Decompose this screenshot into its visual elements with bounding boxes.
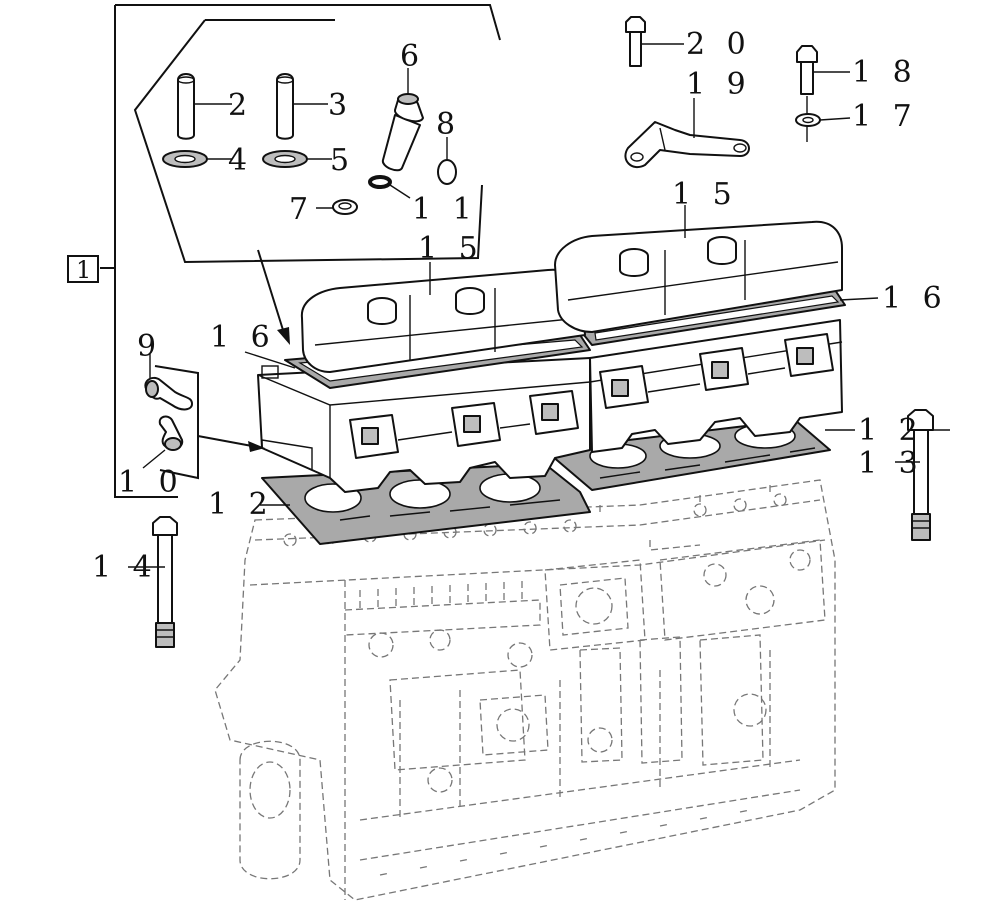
callout-10: 1 0 <box>118 465 184 500</box>
washer-4 <box>162 150 208 168</box>
callout-14: 1 4 <box>92 550 158 585</box>
rocker-cover-gasket-front <box>284 334 591 389</box>
plug-8 <box>437 159 457 185</box>
group-badge: 1 <box>67 255 99 284</box>
elbow-fitting-9 <box>144 376 193 411</box>
valve-guide-3 <box>276 73 294 140</box>
callout-16-rear: 1 6 <box>882 281 948 316</box>
callout-15-rear: 1 5 <box>672 177 738 212</box>
valve-cover-rear <box>554 220 843 333</box>
lifting-bracket-19 <box>624 121 750 168</box>
callout-5: 5 <box>330 143 355 178</box>
callout-18: 1 8 <box>852 55 918 90</box>
callout-2: 2 <box>228 88 253 123</box>
engine-block-phantom <box>214 479 836 901</box>
cylinder-head-front <box>257 357 591 493</box>
callout-13: 1 3 <box>858 446 924 481</box>
seal-ring-7 <box>332 199 358 215</box>
callout-8: 8 <box>436 107 461 142</box>
o-ring-11 <box>368 175 392 189</box>
callout-labels: 2 3 4 5 6 7 8 9 1 0 1 1 1 2 1 2 1 3 1 4 … <box>92 27 948 585</box>
leader-lines <box>128 43 950 568</box>
washer-5 <box>262 150 308 168</box>
elbow-fitting-10 <box>158 415 184 451</box>
head-bolt-left <box>152 516 178 648</box>
group-bracket <box>100 4 501 498</box>
washer-17 <box>795 113 821 127</box>
bolt-18 <box>796 45 818 142</box>
bolt-20 <box>625 16 646 67</box>
injector-sleeve-6 <box>381 93 424 172</box>
valve-cover-front <box>300 268 586 373</box>
cylinder-head-rear <box>589 319 843 453</box>
callout-11: 1 1 <box>412 192 478 227</box>
callout-3: 3 <box>328 88 353 123</box>
callout-19: 1 9 <box>686 67 752 102</box>
callout-16-front: 1 6 <box>210 320 276 355</box>
callout-12-left: 1 2 <box>208 487 274 522</box>
group-badge-label: 1 <box>76 256 91 284</box>
pointer-arrows <box>197 249 290 452</box>
callout-9: 9 <box>137 329 162 364</box>
head-bolt-right <box>907 409 934 541</box>
callout-17: 1 7 <box>852 99 918 134</box>
callout-7: 7 <box>289 192 314 227</box>
callout-20: 2 0 <box>686 27 752 62</box>
callout-12-right: 1 2 <box>858 413 924 448</box>
valve-guide-2 <box>177 73 195 140</box>
callout-4: 4 <box>228 143 253 178</box>
callout-6: 6 <box>400 39 425 74</box>
rocker-cover-gasket-rear <box>579 289 846 346</box>
callout-15-front: 1 5 <box>418 231 484 266</box>
